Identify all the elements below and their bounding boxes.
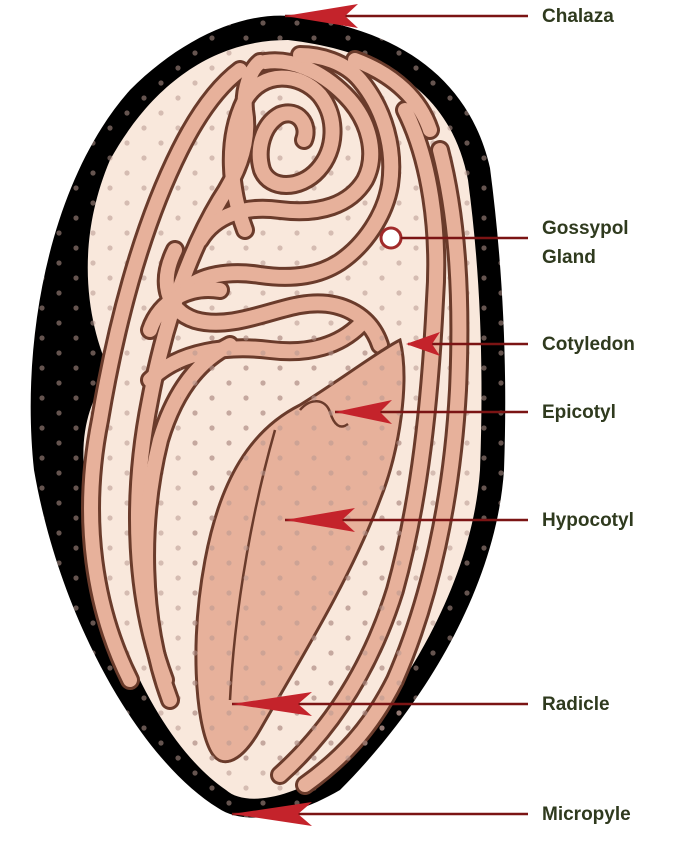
label-chalaza: Chalaza xyxy=(542,6,614,27)
label-gossypol-line1: Gossypol xyxy=(542,218,629,239)
arrow-chalaza xyxy=(285,4,358,28)
label-cotyledon: Cotyledon xyxy=(542,334,635,355)
arrow-micropyle xyxy=(232,802,312,826)
arrowheads xyxy=(232,4,440,826)
arrow-epicotyl xyxy=(335,400,392,424)
arrow-hypocotyl xyxy=(285,508,355,532)
label-radicle: Radicle xyxy=(542,694,610,715)
arrow-cotyledon xyxy=(406,332,440,356)
label-gossypol-line2: Gland xyxy=(542,247,596,268)
gossypol-gland xyxy=(379,226,403,250)
label-micropyle: Micropyle xyxy=(542,804,631,825)
arrow-radicle xyxy=(232,692,312,716)
label-epicotyl: Epicotyl xyxy=(542,402,616,423)
label-hypocotyl: Hypocotyl xyxy=(542,510,634,531)
